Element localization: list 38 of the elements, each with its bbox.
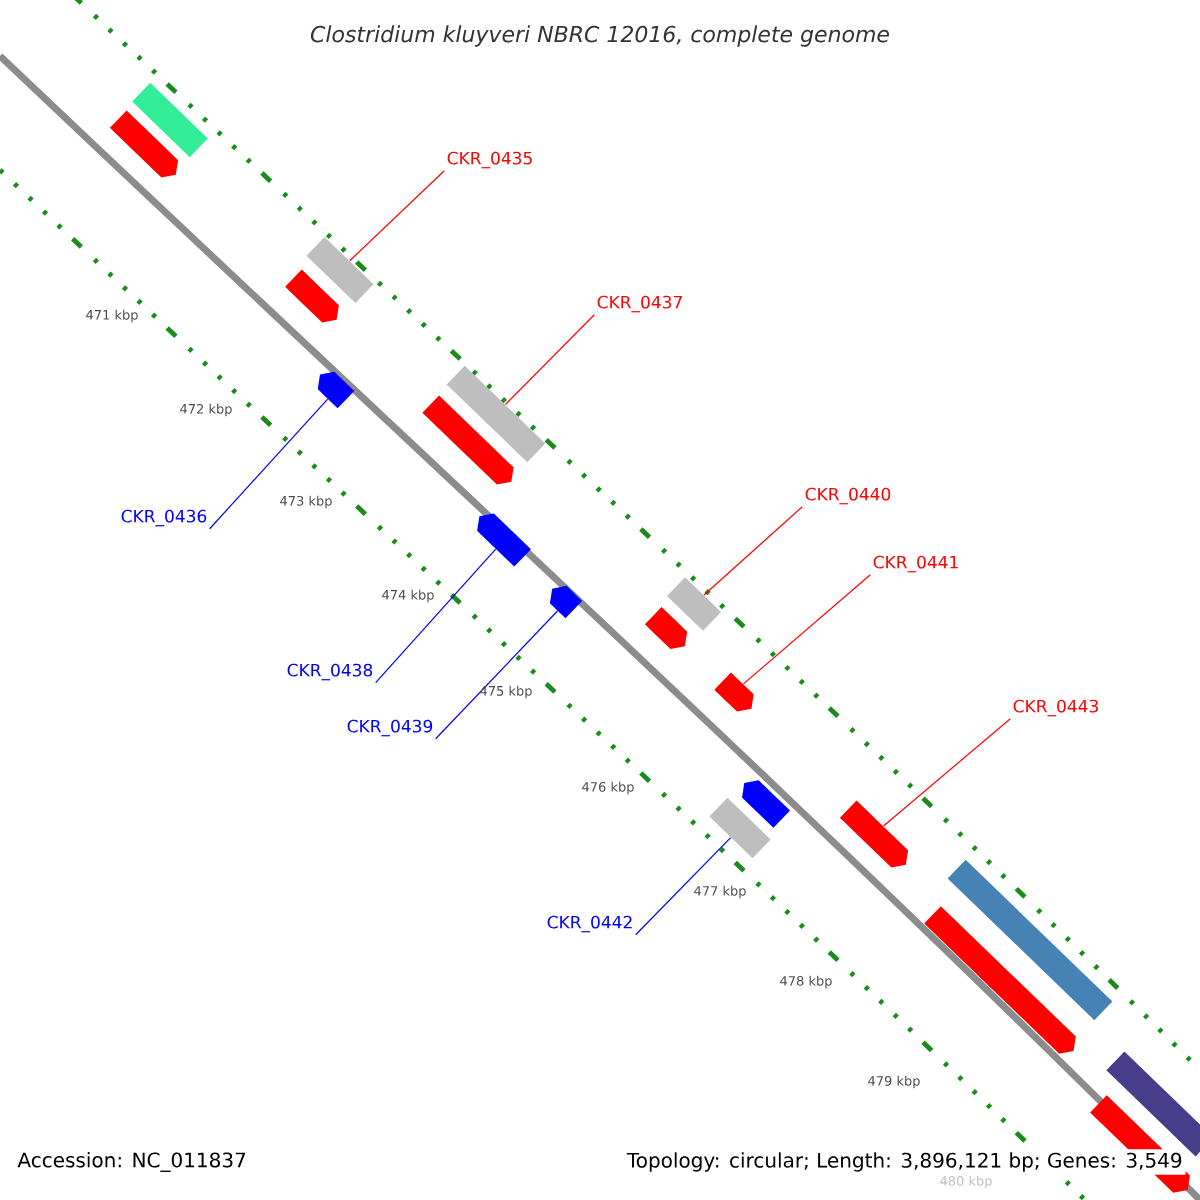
gene-block — [477, 513, 531, 567]
gene-block — [714, 672, 754, 712]
gene-label: CKR_0435 — [447, 151, 532, 169]
genome-info-text: Topology: circular; Length: 3,896,121 bp; Genes: 3,549 — [623, 1149, 1186, 1175]
gene-block — [549, 585, 583, 619]
leader-line — [635, 837, 732, 936]
feature-bar — [446, 365, 546, 463]
accession-text: Accession: NC_011837 — [14, 1149, 250, 1175]
leader-line — [882, 718, 1011, 827]
feature-bar — [306, 237, 374, 303]
gene-block — [839, 800, 909, 868]
leader-line — [435, 610, 559, 740]
gene-label: CKR_0440 — [805, 487, 891, 505]
gene-block — [742, 780, 791, 828]
gene-label: CKR_0438 — [287, 663, 373, 681]
leader-line — [209, 398, 329, 530]
gene-block — [317, 371, 355, 409]
gene-label: CKR_0439 — [347, 719, 433, 737]
gene-label: CKR_0441 — [873, 555, 958, 573]
gene-label: CKR_0437 — [597, 295, 682, 313]
gene-label: CKR_0443 — [1013, 699, 1098, 717]
feature-bar — [709, 797, 771, 859]
gene-label: CKR_0442 — [547, 915, 632, 933]
gene-block — [924, 906, 1076, 1054]
title: Clostridium kluyveri NBRC 12016, complete genome — [310, 25, 889, 47]
leader-line — [703, 506, 803, 596]
leader-line — [349, 170, 445, 262]
feature-bar — [132, 82, 208, 158]
gene-block — [285, 269, 339, 323]
leader-line — [504, 314, 595, 406]
gene-block — [109, 110, 179, 178]
leader-line — [742, 574, 871, 685]
feature-bar — [667, 577, 721, 631]
leader-line — [375, 548, 497, 684]
gene-block — [644, 607, 688, 649]
gene-label: CKR_0436 — [121, 509, 207, 527]
gene-block — [422, 395, 514, 485]
feature-bar — [947, 859, 1113, 1021]
